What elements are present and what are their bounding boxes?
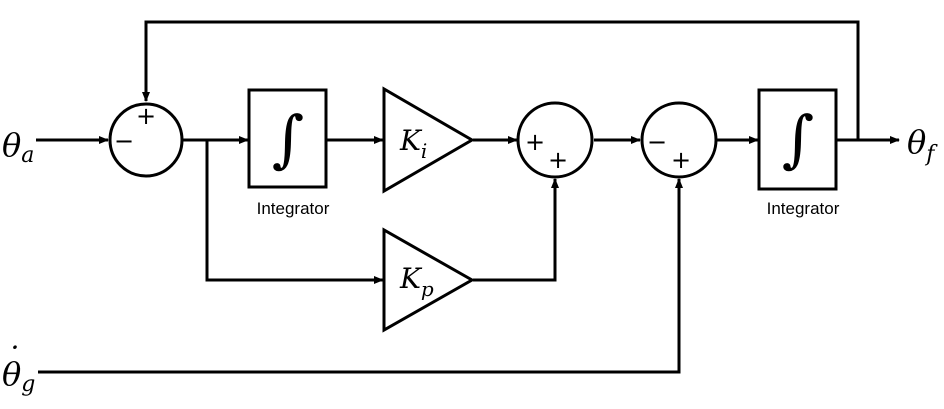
wire-theta-g-to-sum3 [38,178,683,374]
sum-junction-1: + − [108,102,184,178]
sum3-bottom-sign: + [671,146,691,174]
theta-g-dot-accent: ˙ [4,340,20,378]
theta-a-symbol: θ [2,126,21,164]
gain-kp-symbol: K [399,262,423,295]
input-theta-g-dot-label: θg [2,355,35,397]
sum2-left-sign: + [525,128,545,156]
gain-kp-subscript: p [421,277,434,301]
theta-g-subscript: g [21,372,35,397]
wire-kp-to-sum2 [473,178,559,282]
theta-g-symbol: θ [2,355,21,393]
integrator-block-2: ∫ [757,88,838,191]
output-theta-f-label: θf [907,123,938,167]
gain-ki-subscript: i [421,139,427,163]
integrator1-caption: Integrator [257,199,330,218]
wire-feedback-loop [142,20,860,140]
input-theta-a-label: θa [2,126,34,168]
gain-kp-label: Kp [399,262,434,301]
theta-f-subscript: f [924,142,938,167]
gain-ki-block: Ki [382,86,475,194]
integrator2-symbol: ∫ [782,102,814,175]
gain-kp-block: Kp [382,227,476,333]
integrator2-caption: Integrator [767,199,840,218]
theta-a-subscript: a [21,143,34,168]
gain-ki-symbol: K [399,124,423,157]
sum1-left-sign: − [114,127,134,155]
sum-junction-2: + + [516,101,594,179]
sum3-left-sign: − [647,128,667,156]
sum1-top-sign: + [136,102,156,130]
sum-junction-3: − + [640,101,718,179]
integrator-block-1: ∫ [247,88,328,189]
wire-branch-to-kp [205,140,384,284]
sum2-bottom-sign: + [548,146,568,174]
gain-ki-label: Ki [399,124,427,163]
theta-f-symbol: θ [907,123,926,161]
integrator1-symbol: ∫ [272,102,304,175]
